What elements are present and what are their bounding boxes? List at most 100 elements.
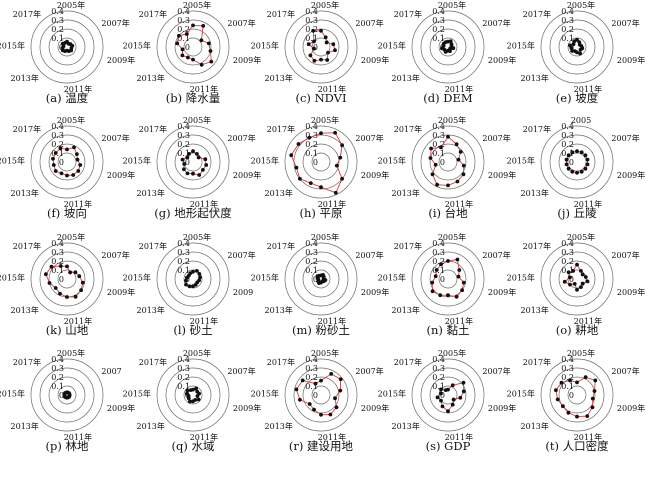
chart-5-radial-tick-label: 0.1 <box>51 149 64 158</box>
chart-14-year-label: 2009年 <box>617 287 645 297</box>
chart-14-year-label: 2015年 <box>507 273 535 283</box>
chart-5-ring-2 <box>48 143 86 181</box>
chart-18-data-point <box>451 397 456 402</box>
chart-12-year-label: 2013年 <box>265 305 293 315</box>
chart-14-year-label: 2007年 <box>611 250 639 260</box>
chart-9-data-point <box>566 166 571 171</box>
chart-18-data-point <box>435 395 440 400</box>
chart-14-year-label: 2005年 <box>567 232 595 242</box>
chart-19-radial-tick-label: 0.2 <box>561 373 574 382</box>
chart-2-radial-tick-label: 0.4 <box>305 7 318 16</box>
chart-7-data-point <box>308 181 313 186</box>
chart-12-year-label: 2011年 <box>318 316 346 326</box>
chart-10-data-point <box>65 264 69 269</box>
chart-5-data-point <box>53 169 58 173</box>
chart-1-data-point <box>180 47 185 52</box>
chart-14-data-point <box>568 275 572 280</box>
chart-4-ring-4 <box>540 10 614 84</box>
chart-9-year-label: 2015年 <box>507 156 535 166</box>
chart-14-data-point <box>580 272 585 277</box>
chart-14-year-label: 2017年 <box>523 241 551 251</box>
chart-14-data-point <box>575 262 579 267</box>
chart-7-data-point <box>319 185 323 190</box>
chart-10-caption: (k) 山地 <box>46 323 89 337</box>
chart-14-data-point <box>575 287 579 292</box>
chart-3-ring-1 <box>438 37 458 57</box>
chart-11-year-label: 2013年 <box>137 305 165 315</box>
chart-1-ring-4 <box>156 10 230 84</box>
chart-11-radial-tick-label: 0.4 <box>177 239 190 248</box>
chart-6-data-point <box>180 157 185 162</box>
chart-3-radial-tick-label: 0.4 <box>432 7 445 16</box>
chart-19-data-point <box>575 380 579 385</box>
chart-8-data-point <box>429 146 433 151</box>
chart-9-radial-tick-label: 0.4 <box>561 122 574 131</box>
chart-8-data-point <box>461 163 466 168</box>
chart-6-radial-tick-label: 0.4 <box>177 122 190 131</box>
chart-6-radial-tick-label: 0.2 <box>177 140 190 149</box>
chart-10-ring-3 <box>39 251 95 307</box>
chart-5-radial-tick-label: 0 <box>59 158 64 167</box>
chart-10-year-label: 2009年 <box>107 287 135 297</box>
chart-11-data-point <box>197 272 202 276</box>
chart-13-ring-4 <box>411 242 485 316</box>
chart-4-data-point <box>568 43 572 48</box>
chart-15-year-label: 2017年 <box>13 357 41 367</box>
chart-9-ring-2 <box>558 143 596 181</box>
chart-14-radial-tick-label: 0.4 <box>561 239 574 248</box>
chart-9-data-point <box>585 162 590 167</box>
chart-6-ring-2 <box>174 143 212 181</box>
chart-14-year-label: 2011年 <box>574 316 602 326</box>
chart-13-data-point <box>438 293 443 298</box>
chart-6-ring-4 <box>156 125 230 199</box>
chart-14-ring-4 <box>540 242 614 316</box>
chart-14-radial-tick-label: 0.3 <box>561 248 574 257</box>
chart-9-data-point <box>566 153 571 158</box>
chart-0-caption: (a) 温度 <box>46 91 89 105</box>
chart-2-data-point <box>312 58 317 63</box>
chart-6-year-label: 2017年 <box>139 124 167 134</box>
chart-13-data-point <box>461 280 466 285</box>
chart-9-caption: (j) 丘陵 <box>557 206 597 220</box>
chart-18-radial-tick-label: 0.4 <box>432 355 445 364</box>
chart-6-data-point <box>185 171 190 176</box>
chart-5-data-point <box>75 157 80 162</box>
chart-15-year-label: 2007 <box>101 367 121 376</box>
chart-16-ring-4 <box>156 358 230 432</box>
chart-1-data-point <box>186 55 190 60</box>
chart-17-data-point <box>338 377 343 382</box>
chart-8-data-point <box>454 142 459 147</box>
chart-6-data-point <box>203 157 208 162</box>
chart-10-year-label: 2017年 <box>13 241 41 251</box>
chart-1-year-label: 2009年 <box>233 55 261 65</box>
chart-18-year-label: 2011年 <box>445 432 473 442</box>
chart-14-data-point <box>579 269 583 273</box>
chart-9-data-point <box>570 150 575 155</box>
chart-6-caption: (g) 地形起伏度 <box>154 206 232 220</box>
chart-9-data-point <box>564 162 569 167</box>
chart-13-data-point <box>446 259 450 263</box>
chart-16-year-label: 2007年 <box>227 366 255 376</box>
chart-1-data-point <box>177 33 181 38</box>
chart-9-radial-tick-label: 0 <box>569 158 574 167</box>
chart-6-data-point <box>196 155 201 160</box>
chart-1-data-point <box>208 49 213 53</box>
chart-6-year-label: 2009年 <box>233 170 261 180</box>
chart-5-data-point <box>78 163 83 167</box>
chart-7-data-point <box>333 130 337 135</box>
chart-17-data-point <box>338 388 343 393</box>
chart-2-data-point <box>311 28 316 33</box>
chart-7-radial-tick-label: 0 <box>313 158 318 167</box>
chart-14-data-point <box>579 285 583 289</box>
chart-4-data-point <box>569 46 574 51</box>
chart-11-data-point <box>195 269 199 273</box>
chart-19-ring-4 <box>540 358 614 432</box>
chart-17-caption: (r) 建设用地 <box>289 439 354 453</box>
chart-15-data-point <box>63 390 68 395</box>
chart-2-radial-tick-label: 0.2 <box>305 25 318 34</box>
chart-5-data-point <box>58 146 63 151</box>
chart-1-radial-tick-label: 0.3 <box>177 16 190 25</box>
chart-8-year-label: 2005年 <box>438 115 466 125</box>
chart-11-year-label: 2005年 <box>183 232 211 242</box>
chart-3-radial-tick-label: 0.1 <box>432 34 445 43</box>
